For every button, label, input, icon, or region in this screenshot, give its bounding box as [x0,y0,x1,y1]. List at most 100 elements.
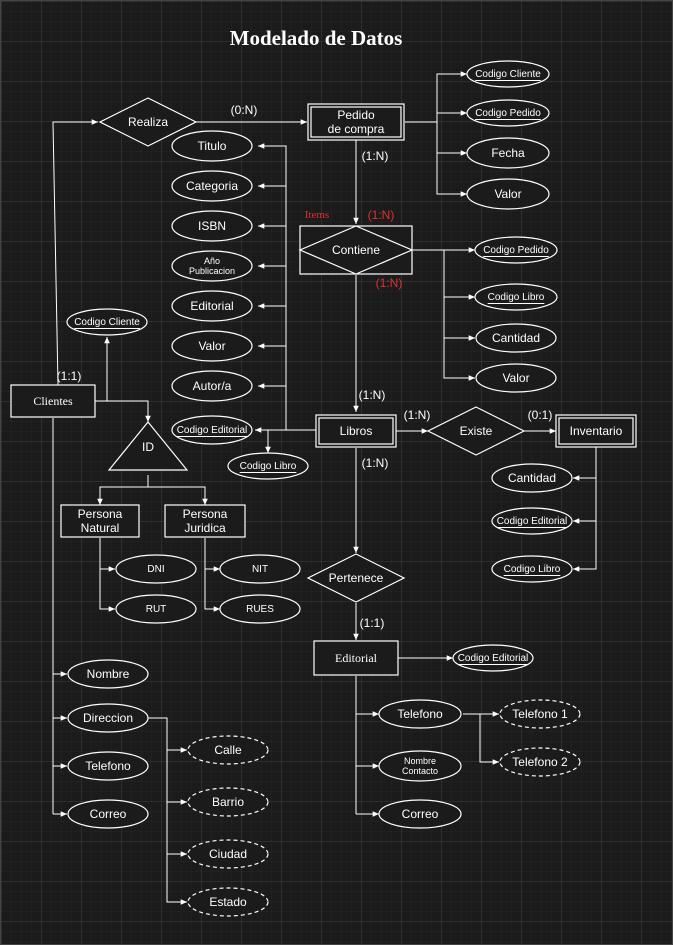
page-title: Modelado de Datos [230,26,403,50]
juridica-attr-rues-label: RUES [246,604,274,615]
cardinality-libros-pertenece: (1:N) [362,456,389,470]
pedido-attr-valor-label: Valor [494,187,521,201]
contiene-relationship-label: Contiene [332,243,380,257]
pertenece-relationship[interactable] [306,553,406,603]
direccion-part-calle-label: Calle [214,743,242,757]
libros-attr-codigo-libro[interactable] [227,452,309,480]
juridica-attr-line-0 [204,538,220,572]
clientes-attr-nombre[interactable] [67,659,149,689]
contiene-attr-codigo-pedido[interactable] [474,236,558,264]
pedido-attr-line-2 [405,121,467,156]
contiene-attr-codigo-libro[interactable] [474,283,558,311]
clientes-to-id-line [95,400,151,422]
inventario-attr-line-2 [573,447,597,572]
libros-attr-line-1 [258,183,316,431]
direccion-part-calle[interactable] [187,735,269,765]
libros-attr-line-4 [258,303,316,431]
libros-attr-titulo[interactable] [171,130,253,162]
existe-relationship-label: Existe [460,424,493,438]
pedido-attr-fecha[interactable] [466,137,550,169]
persona-juridica-entity[interactable] [164,504,246,538]
pertenece-relationship-label: Pertenece [329,571,384,585]
editorial-attr-nombre-contacto[interactable] [378,750,462,782]
pedido-attr-codigo-cliente-label: Codigo Cliente [475,69,541,80]
pedido-attr-codigo-cliente[interactable] [466,60,550,88]
contiene-attr-valor[interactable] [475,363,557,393]
pedido-attr-codigo-pedido-label: Codigo Pedido [475,108,541,119]
editorial-attr-codigo-editorial[interactable] [452,644,534,672]
telefono-part-1[interactable] [499,699,581,729]
clientes-attr-telefono[interactable] [67,751,149,781]
editorial-entity[interactable] [313,640,399,676]
pedido-attr-valor[interactable] [466,178,550,210]
natural-attr-line-0 [99,538,115,572]
direccion-part-estado[interactable] [187,887,269,917]
telefono-part-1-label: Telefono 1 [512,707,568,721]
telefono-part-2[interactable] [499,747,581,777]
natural-attr-dni[interactable] [115,554,197,584]
clientes-attr-direccion[interactable] [67,703,149,733]
libros-attr-line-codigo-libro [265,429,316,453]
inventario-entity[interactable] [555,414,637,448]
inventario-attr-cantidad[interactable] [491,463,573,493]
libros-attr-codigo-editorial[interactable] [171,415,253,445]
cardinality-libros-existe: (1:N) [404,408,431,422]
contiene-attr-codigo-libro-label: Codigo Libro [488,292,545,303]
pedido-attr-codigo-pedido[interactable] [466,99,550,127]
direccion-part-barrio[interactable] [187,787,269,817]
clientes-entity[interactable] [10,384,96,418]
libros-entity[interactable] [315,414,397,448]
inventario-attr-line-0 [573,447,597,481]
clientes-attr-direccion-label: Direccion [83,711,133,725]
libros-attr-a-o-publicacion[interactable] [171,250,253,282]
inventario-attr-codigo-libro[interactable] [491,555,573,583]
libros-attr-valor[interactable] [171,330,253,362]
existe-relationship[interactable] [426,406,526,456]
pedido-entity[interactable] [307,103,405,141]
editorial-attr-codigo-editorial-label: Codigo Editorial [458,653,529,664]
inventario-attr-cantidad-label: Cantidad [508,471,556,485]
clientes-attr-correo[interactable] [67,799,149,829]
juridica-attr-nit[interactable] [219,554,301,584]
libros-attr-editorial[interactable] [171,290,253,322]
contiene-attr-valor-label: Valor [502,371,529,385]
inventario-attr-codigo-libro-label: Codigo Libro [504,564,561,575]
editorial-attr-correo[interactable] [378,799,462,829]
direccion-part-ciudad-label: Ciudad [209,847,247,861]
cardinality-pertenece-editorial: (1:1) [360,616,385,630]
libros-attr-titulo-label: Titulo [198,139,227,153]
clientes-attr-correo-label: Correo [90,807,127,821]
libros-attr-isbn-label: ISBN [198,219,226,233]
persona-natural-entity[interactable] [60,504,140,538]
libros-attr-isbn[interactable] [171,210,253,242]
clientes-attr-codigo-cliente-label: Codigo Cliente [74,317,140,328]
id-to-juridica-line [148,486,208,505]
libros-entity-label: Libros [340,424,373,438]
pedido-attr-line-0 [405,71,467,123]
telefono-part-2-label: Telefono 2 [512,755,568,769]
realiza-relationship[interactable] [98,97,198,147]
editorial-attr-telefono[interactable] [378,699,462,729]
libros-attr-codigo-editorial-label: Codigo Editorial [177,425,248,436]
libros-attr-categoria[interactable] [171,170,253,202]
contiene-relationship[interactable] [298,225,414,275]
direccion-part-barrio-label: Barrio [212,795,244,809]
direccion-part-ciudad[interactable] [187,839,269,869]
libros-attr-editorial-label: Editorial [190,299,233,313]
inventario-entity-label: Inventario [570,424,623,438]
inventario-attr-codigo-editorial-label: Codigo Editorial [497,516,568,527]
contiene-attr-line-3 [412,249,475,381]
contiene-attr-cantidad[interactable] [475,323,557,353]
inventario-attr-codigo-editorial[interactable] [491,507,573,535]
telefono-part-line-1 [479,714,499,765]
id-triangle[interactable] [107,421,189,471]
editorial-attr-correo-label: Correo [402,807,439,821]
libros-attr-autor-a[interactable] [171,370,253,402]
direccion-part-estado-label: Estado [209,895,247,909]
juridica-attr-rues[interactable] [219,594,301,624]
natural-attr-rut[interactable] [115,594,197,624]
clientes-entity-label: Clientes [33,394,73,408]
clientes-attr-codigo-cliente[interactable] [66,308,148,336]
